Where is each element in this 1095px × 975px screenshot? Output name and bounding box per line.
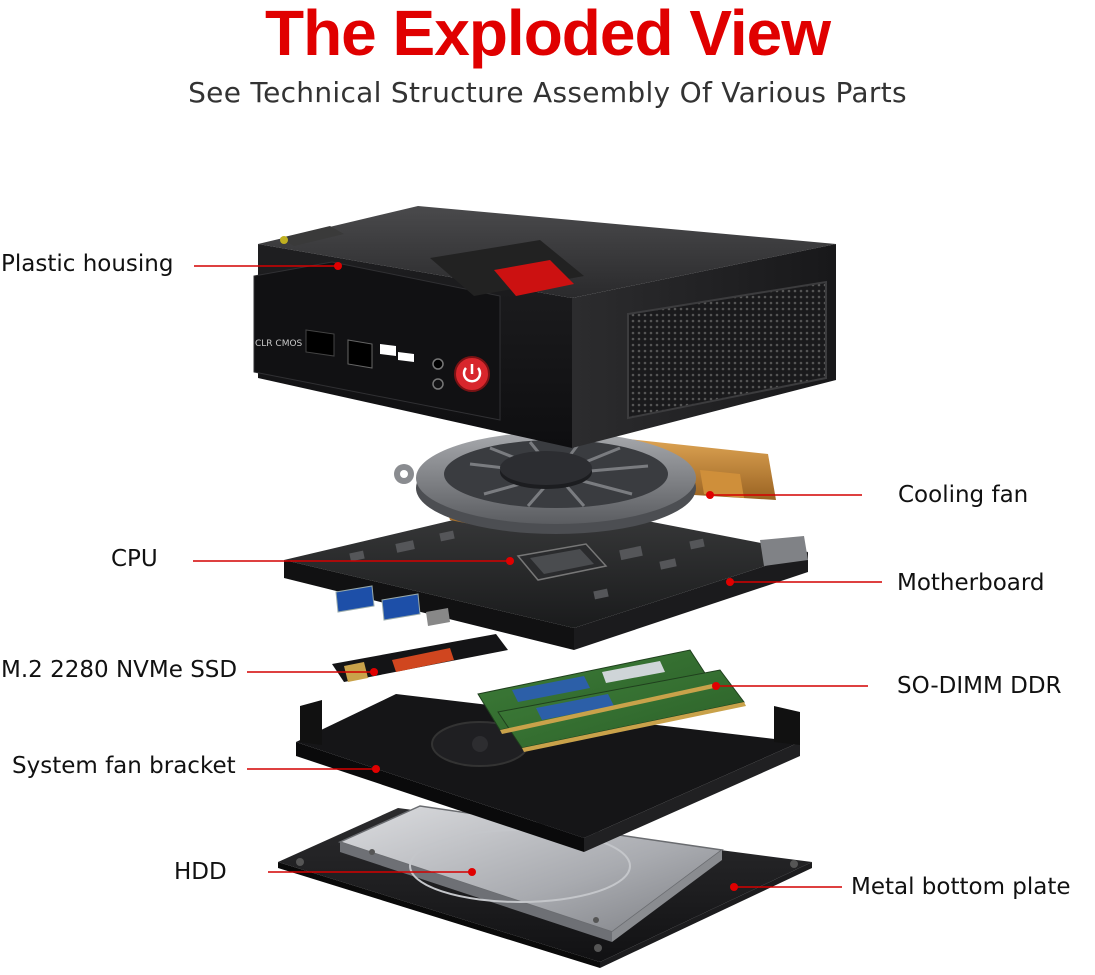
leader-dot-bottom-plate: [730, 883, 738, 891]
page-title: The Exploded View: [264, 0, 831, 69]
label-bottom-plate: Metal bottom plate: [851, 874, 1071, 900]
cooling-fan-part: [394, 432, 776, 534]
label-cpu: CPU: [111, 546, 158, 572]
leader-dot-sodimm: [712, 682, 720, 690]
motherboard-part: [284, 500, 808, 650]
leader-dot-cooling-fan: [706, 491, 714, 499]
label-fan-bracket: System fan bracket: [12, 753, 236, 779]
leader-dot-motherboard: [726, 578, 734, 586]
m2-ssd-part: [332, 634, 508, 682]
hdd-part: [337, 805, 724, 942]
label-plastic-housing: Plastic housing: [1, 251, 174, 277]
label-cooling-fan: Cooling fan: [898, 482, 1029, 508]
leader-dot-hdd: [468, 868, 476, 876]
leader-lines: [193, 262, 882, 891]
label-hdd: HDD: [174, 859, 227, 885]
page-subtitle: See Technical Structure Assembly Of Vari…: [188, 76, 907, 109]
sodimm-part: [477, 649, 746, 752]
label-motherboard: Motherboard: [897, 570, 1045, 596]
leader-dot-plastic-housing: [334, 262, 342, 270]
label-sodimm: SO-DIMM DDR: [897, 673, 1062, 699]
plastic-housing-part: CLR CMOS: [253, 206, 836, 448]
clr-cmos-text: CLR CMOS: [255, 339, 303, 349]
leader-dot-cpu: [506, 557, 514, 565]
label-ssd: M.2 2280 NVMe SSD: [1, 657, 238, 683]
leader-dot-fan-bracket: [372, 765, 380, 773]
leader-dot-ssd: [370, 668, 378, 676]
